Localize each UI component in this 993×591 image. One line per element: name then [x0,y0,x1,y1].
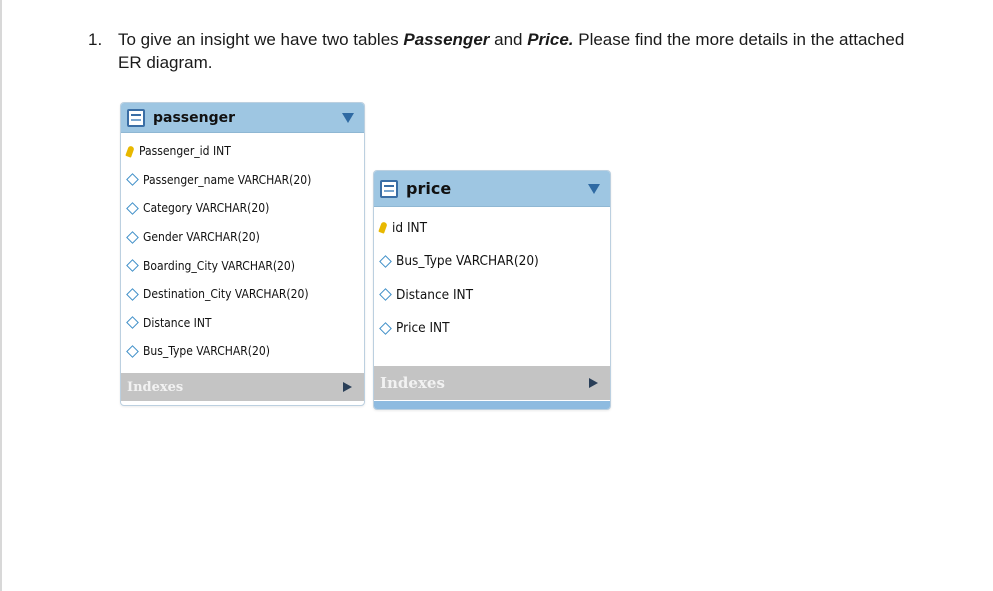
passenger-indexes-bar[interactable]: Indexes [121,373,364,401]
question-text-outro: Please find the more details in the atta… [118,30,905,72]
column-diamond-icon [126,230,139,244]
passenger-table-card[interactable]: passenger Passenger_id INT Passenger_nam… [120,102,365,406]
column-row[interactable]: Bus_Type VARCHAR(20) [121,337,364,366]
passenger-column-list: Passenger_id INT Passenger_name VARCHAR(… [121,133,364,366]
question-table1-name: Passenger [403,30,490,49]
column-label: Passenger_id INT [139,144,231,159]
column-diamond-icon [126,287,139,301]
column-row[interactable]: Category VARCHAR(20) [121,194,364,223]
column-diamond-icon [126,316,139,330]
column-label: Bus_Type VARCHAR(20) [396,253,539,270]
column-diamond-icon [379,288,392,302]
price-table-card[interactable]: price id INT Bus_Type VARCHAR(20) Distan… [373,170,611,410]
primary-key-icon [378,221,388,234]
passenger-table-header[interactable]: passenger [121,103,364,133]
column-label: Boarding_City VARCHAR(20) [143,258,295,273]
column-label: Bus_Type VARCHAR(20) [143,344,270,359]
column-diamond-icon [126,345,139,358]
expand-arrow-icon[interactable] [589,378,598,388]
page-left-border [0,0,2,591]
collapse-arrow-icon[interactable] [588,183,600,194]
price-table-header[interactable]: price [374,171,610,207]
column-row[interactable]: Price INT [374,312,610,346]
column-row[interactable]: Distance INT [121,309,364,338]
column-label: Price INT [396,320,450,337]
price-indexes-bar[interactable]: Indexes [374,366,610,400]
column-diamond-icon [126,259,139,273]
table-icon [380,179,398,198]
column-row[interactable]: Passenger_name VARCHAR(20) [121,166,364,195]
table-icon [127,108,145,127]
question-text: To give an insight we have two tables Pa… [118,28,908,74]
column-label: id INT [392,219,428,236]
column-row[interactable]: Bus_Type VARCHAR(20) [374,245,610,279]
column-row[interactable]: Gender VARCHAR(20) [121,223,364,252]
indexes-label: Indexes [380,374,445,392]
expand-arrow-icon[interactable] [343,382,352,392]
column-label: Passenger_name VARCHAR(20) [143,172,312,187]
column-diamond-icon [126,173,139,187]
price-table-title: price [406,179,452,198]
passenger-table-title: passenger [153,109,236,126]
question-text-and: and [489,30,528,49]
column-row[interactable]: id INT [374,211,610,245]
question-table2-name: Price. [527,30,574,49]
indexes-label: Indexes [127,379,184,395]
collapse-arrow-icon[interactable] [342,112,354,123]
column-row[interactable]: Passenger_id INT [121,137,364,166]
column-row[interactable]: Boarding_City VARCHAR(20) [121,251,364,280]
column-diamond-icon [126,202,139,215]
column-row[interactable]: Distance INT [374,278,610,312]
question-text-intro: To give an insight we have two tables [118,30,404,49]
primary-key-icon [125,145,135,158]
column-label: Distance INT [396,286,474,303]
question-paragraph: 1. To give an insight we have two tables… [88,28,908,74]
question-number: 1. [88,30,103,49]
price-table-footer-strip [374,401,610,409]
column-row[interactable]: Destination_City VARCHAR(20) [121,280,364,309]
column-label: Distance INT [143,315,212,330]
column-diamond-icon [379,254,392,268]
column-label: Category VARCHAR(20) [143,201,270,216]
column-label: Gender VARCHAR(20) [143,230,260,245]
column-diamond-icon [379,321,392,335]
price-column-list: id INT Bus_Type VARCHAR(20) Distance INT… [374,207,610,345]
column-label: Destination_City VARCHAR(20) [143,287,309,302]
